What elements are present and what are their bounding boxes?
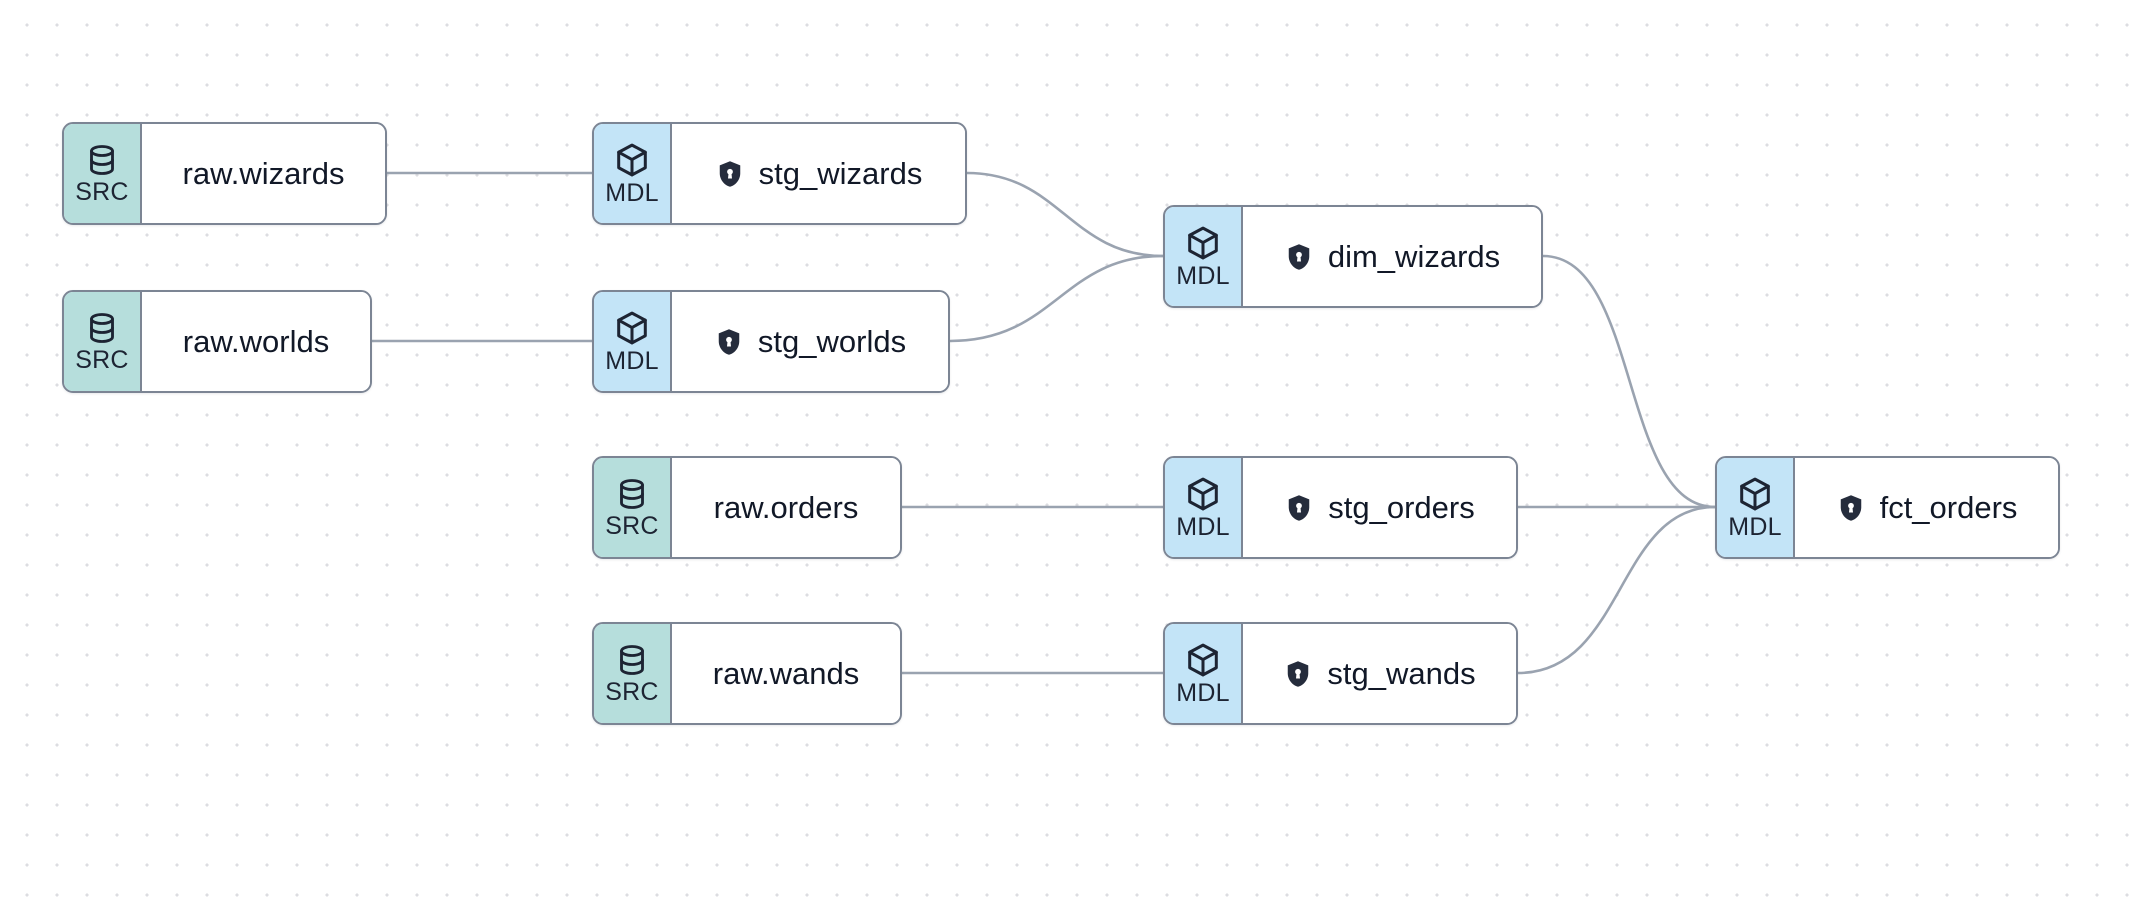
database-cylinder-icon [620,645,644,675]
edge-dim-wizards-to-fct-orders [1541,254,1717,509]
node-body: raw.worlds [142,292,370,391]
model-badge: MDL [1717,458,1795,557]
model-badge-label: MDL [1176,262,1230,290]
node-body: stg_orders [1243,458,1516,557]
database-cylinder-icon [620,479,644,509]
edge-stg-worlds-to-dim-wizards [948,254,1165,343]
shield-lock-icon [719,160,740,187]
node-fct-orders[interactable]: MDL fct_orders [1715,456,2060,559]
node-body: fct_orders [1795,458,2058,557]
cube-icon [1188,226,1218,260]
node-label: raw.worlds [182,323,330,359]
node-body: dim_wizards [1243,207,1541,306]
node-label: fct_orders [1879,489,2018,525]
source-badge: SRC [64,292,142,391]
node-label: raw.wizards [182,155,345,191]
node-body: stg_wizards [672,124,965,223]
source-badge: SRC [64,124,142,223]
cube-icon [1188,477,1218,511]
cube-icon [1188,643,1218,677]
node-raw-worlds[interactable]: SRC raw.worlds [62,290,372,393]
edge-stg-wizards-to-dim-wizards [965,171,1165,258]
model-badge-label: MDL [1176,679,1230,707]
model-badge: MDL [1165,458,1243,557]
shield-lock-icon [1288,243,1310,270]
database-cylinder-icon [90,313,114,343]
model-badge-label: MDL [605,179,659,207]
node-body: raw.wizards [142,124,385,223]
node-raw-orders[interactable]: SRC raw.orders [592,456,902,559]
model-badge: MDL [1165,624,1243,723]
source-badge-label: SRC [75,178,129,206]
model-badge-label: MDL [1176,513,1230,541]
model-badge-label: MDL [1728,513,1782,541]
node-body: stg_worlds [672,292,948,391]
model-badge: MDL [594,124,672,223]
node-raw-wizards[interactable]: SRC raw.wizards [62,122,387,225]
shield-lock-icon [1840,494,1861,521]
node-label: dim_wizards [1327,238,1501,274]
cube-icon [617,143,647,177]
node-stg-wands[interactable]: MDL stg_wands [1163,622,1518,725]
node-body: raw.orders [672,458,900,557]
node-stg-orders[interactable]: MDL stg_orders [1163,456,1518,559]
source-badge-label: SRC [605,512,659,540]
node-label: stg_worlds [757,323,907,359]
source-badge-label: SRC [75,346,129,374]
node-label: raw.orders [713,489,859,525]
shield-lock-icon [1288,660,1309,687]
model-badge-label: MDL [605,347,659,375]
source-badge: SRC [594,458,672,557]
source-badge-label: SRC [605,678,659,706]
cube-icon [617,311,647,345]
node-dim-wizards[interactable]: MDL dim_wizards [1163,205,1543,308]
node-label: stg_orders [1328,489,1475,525]
model-badge: MDL [1165,207,1243,306]
node-raw-wands[interactable]: SRC raw.wands [592,622,902,725]
shield-lock-icon [718,328,740,355]
database-cylinder-icon [90,145,114,175]
node-body: raw.wands [672,624,900,723]
node-label: raw.wands [712,655,860,691]
edge-stg-wands-to-fct-orders [1516,505,1717,675]
source-badge: SRC [594,624,672,723]
node-stg-wizards[interactable]: MDL stg_wizards [592,122,967,225]
shield-lock-icon [1289,494,1310,521]
node-stg-worlds[interactable]: MDL stg_worlds [592,290,950,393]
node-body: stg_wands [1243,624,1516,723]
node-label: stg_wizards [758,155,923,191]
cube-icon [1740,477,1770,511]
model-badge: MDL [594,292,672,391]
node-label: stg_wands [1327,655,1476,691]
